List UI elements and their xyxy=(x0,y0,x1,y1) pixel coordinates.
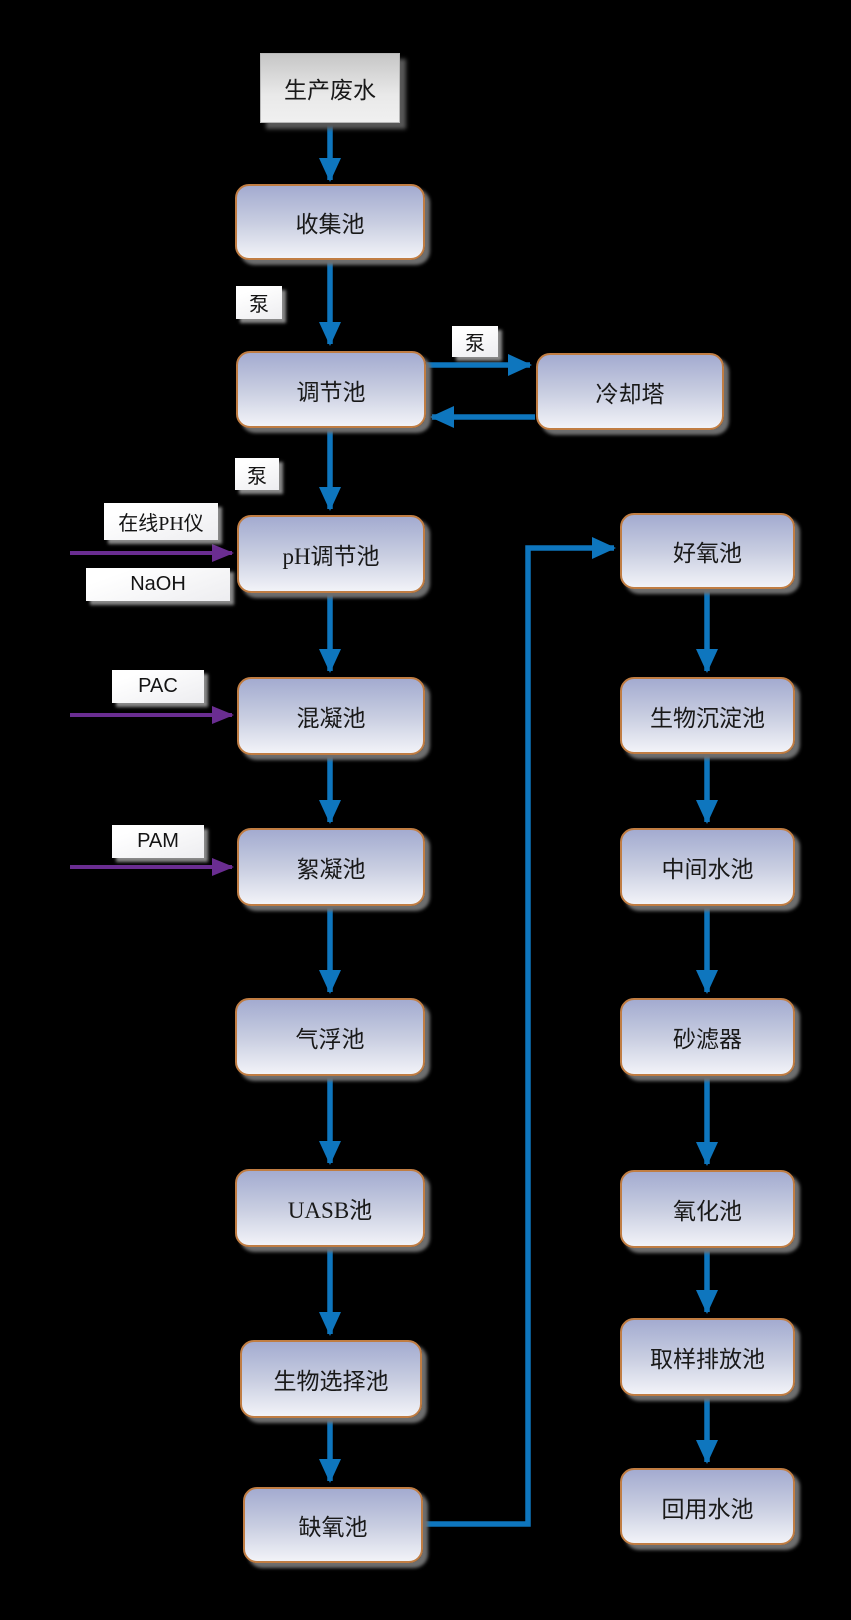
tag-online-ph-meter: 在线PH仪 xyxy=(104,503,218,540)
node-bio-selection-pool: 生物选择池 xyxy=(240,1340,422,1418)
node-label: 冷却塔 xyxy=(595,381,665,407)
node-production-wastewater: 生产废水 xyxy=(260,53,400,123)
node-label: 絮凝池 xyxy=(296,857,366,882)
tag-pac: PAC xyxy=(112,670,204,703)
node-ph-regulation-pool: pH调节池 xyxy=(237,515,425,593)
tag-pump-collection-to-regulation: 泵 xyxy=(236,286,282,319)
node-oxidation-pool: 氧化池 xyxy=(620,1170,795,1248)
node-label: 气浮池 xyxy=(295,1027,365,1052)
node-label: 取样排放池 xyxy=(650,1347,765,1372)
node-label: UASB池 xyxy=(287,1198,373,1223)
node-regulation-pool: 调节池 xyxy=(236,351,426,428)
node-label: pH调节池 xyxy=(282,544,380,569)
node-label: 中间水池 xyxy=(661,857,754,882)
node-uasb-pool: UASB池 xyxy=(235,1169,425,1247)
node-label: 生物沉淀池 xyxy=(650,705,765,731)
tag-label: 泵 xyxy=(247,465,267,488)
node-anoxic-pool: 缺氧池 xyxy=(243,1487,423,1563)
node-air-flotation-pool: 气浮池 xyxy=(235,998,425,1076)
node-label: 调节池 xyxy=(296,379,366,405)
node-label: 收集池 xyxy=(295,212,365,237)
tag-label: PAM xyxy=(137,830,179,852)
node-label: 砂滤器 xyxy=(673,1027,742,1052)
node-sampling-discharge-pool: 取样排放池 xyxy=(620,1318,795,1396)
node-label: 缺氧池 xyxy=(298,1515,368,1540)
node-label: 生产废水 xyxy=(284,78,376,103)
tag-label: 泵 xyxy=(249,294,269,316)
node-label: 回用水池 xyxy=(661,1496,754,1522)
tag-pam: PAM xyxy=(112,825,204,858)
node-reuse-water-pool: 回用水池 xyxy=(620,1468,795,1545)
tag-label: 在线PH仪 xyxy=(118,513,204,535)
node-bio-sedimentation-pool: 生物沉淀池 xyxy=(620,677,795,754)
flow-arrow-anoxic-to-aerobic xyxy=(423,537,616,1527)
node-coagulation-pool: 混凝池 xyxy=(237,677,425,755)
tag-label: NaOH xyxy=(130,573,186,595)
tag-label: PAC xyxy=(138,675,178,697)
node-aerobic-pool: 好氧池 xyxy=(620,513,795,589)
node-label: 氧化池 xyxy=(673,1199,742,1224)
tag-naoh: NaOH xyxy=(86,568,230,601)
tag-label: 泵 xyxy=(465,333,485,355)
node-label: 生物选择池 xyxy=(273,1369,389,1394)
tag-pump-regulation-to-coolingtower: 泵 xyxy=(452,326,498,357)
node-sand-filter: 砂滤器 xyxy=(620,998,795,1076)
node-collection-pool: 收集池 xyxy=(235,184,425,260)
node-flocculation-pool: 絮凝池 xyxy=(237,828,425,906)
node-cooling-tower: 冷却塔 xyxy=(536,353,724,430)
node-label: 好氧池 xyxy=(673,541,742,566)
node-label: 混凝池 xyxy=(296,706,366,731)
node-intermediate-water-pool: 中间水池 xyxy=(620,828,795,906)
tag-pump-regulation-to-ph: 泵 xyxy=(235,458,279,490)
